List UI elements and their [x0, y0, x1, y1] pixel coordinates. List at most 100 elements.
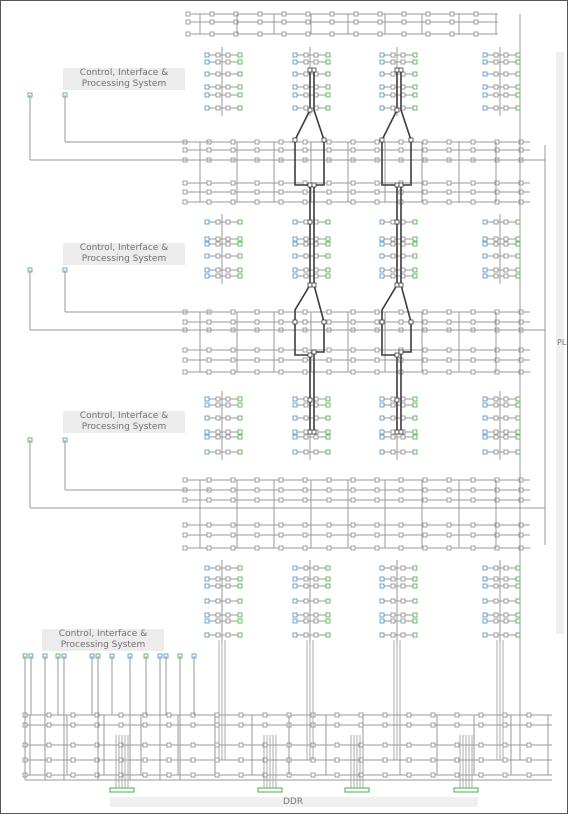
- bus-node: [279, 348, 283, 352]
- route-node: [226, 577, 230, 581]
- route-node: [504, 237, 508, 241]
- route-node: [401, 619, 405, 623]
- active-node: [308, 220, 312, 224]
- bus-node: [423, 200, 427, 204]
- bus-node: [431, 758, 435, 762]
- route-node: [494, 619, 498, 623]
- bus-node: [399, 140, 403, 144]
- bus-node: [167, 773, 171, 777]
- bus-node: [359, 723, 363, 727]
- bus-node: [303, 200, 307, 204]
- bus-node: [327, 478, 331, 482]
- bus-node: [303, 498, 307, 502]
- bus-node: [183, 348, 187, 352]
- bus-node: [255, 546, 259, 550]
- bus-node: [183, 533, 187, 537]
- bus-node: [207, 358, 211, 362]
- route-node: [314, 619, 318, 623]
- bus-node: [71, 758, 75, 762]
- route-node: [304, 242, 308, 246]
- input-node: [483, 53, 487, 57]
- output-node: [326, 242, 330, 246]
- route-node: [216, 450, 220, 454]
- output-node: [238, 403, 242, 407]
- route-node: [494, 566, 498, 570]
- bus-node: [183, 181, 187, 185]
- bus-node: [471, 546, 475, 550]
- bus-node: [183, 523, 187, 527]
- output-node: [516, 72, 520, 76]
- bus-node: [471, 358, 475, 362]
- output-node: [238, 633, 242, 637]
- active-node: [409, 320, 413, 324]
- input-node: [293, 268, 297, 272]
- route-node: [401, 450, 405, 454]
- route-node: [304, 416, 308, 420]
- output-node: [326, 633, 330, 637]
- input-node: [205, 599, 209, 603]
- input-node: [483, 237, 487, 241]
- bus-node: [282, 20, 286, 24]
- route-node: [401, 577, 405, 581]
- route-node: [504, 613, 508, 617]
- bus-node: [335, 713, 339, 717]
- route-node: [314, 60, 318, 64]
- route-node: [304, 254, 308, 258]
- input-node: [380, 403, 384, 407]
- output-node: [413, 220, 417, 224]
- route-node: [401, 60, 405, 64]
- bus-node: [327, 320, 331, 324]
- output-node: [238, 106, 242, 110]
- route-node: [494, 416, 498, 420]
- input-node: [380, 242, 384, 246]
- bus-node: [450, 32, 454, 36]
- bus-node: [207, 546, 211, 550]
- bus-node: [47, 758, 51, 762]
- route-node: [494, 403, 498, 407]
- input-node: [293, 220, 297, 224]
- route-node: [504, 274, 508, 278]
- bus-node: [423, 523, 427, 527]
- route-node: [226, 397, 230, 401]
- bus-node: [239, 758, 243, 762]
- ddr-port: [345, 788, 369, 792]
- input-node: [293, 577, 297, 581]
- bus-node: [327, 358, 331, 362]
- bus-node: [455, 713, 459, 717]
- bus-node: [255, 533, 259, 537]
- bus-node: [527, 723, 531, 727]
- bus-node: [215, 758, 219, 762]
- bus-node: [255, 310, 259, 314]
- route-node: [504, 403, 508, 407]
- bus-node: [327, 190, 331, 194]
- output-node: [326, 599, 330, 603]
- bus-node: [455, 743, 459, 747]
- input-node: [380, 577, 384, 581]
- bus-node: [191, 773, 195, 777]
- output-node: [413, 397, 417, 401]
- route-node: [314, 599, 318, 603]
- bus-node: [303, 320, 307, 324]
- bus-node: [215, 743, 219, 747]
- bus-node: [471, 200, 475, 204]
- bus-node: [186, 32, 190, 36]
- bus-node: [279, 488, 283, 492]
- bus-node: [423, 546, 427, 550]
- bus-node: [399, 488, 403, 492]
- bus-node: [471, 478, 475, 482]
- bus-node: [231, 181, 235, 185]
- bus-node: [279, 358, 283, 362]
- input-node: [205, 53, 209, 57]
- bus-node: [303, 546, 307, 550]
- output-node: [238, 60, 242, 64]
- bus-node: [143, 723, 147, 727]
- bus-node: [327, 546, 331, 550]
- bus-node: [191, 743, 195, 747]
- input-node: [483, 268, 487, 272]
- bus-node: [450, 12, 454, 16]
- bus-node: [471, 190, 475, 194]
- bus-node: [471, 348, 475, 352]
- output-node: [516, 584, 520, 588]
- bus-node: [375, 523, 379, 527]
- route-node: [391, 242, 395, 246]
